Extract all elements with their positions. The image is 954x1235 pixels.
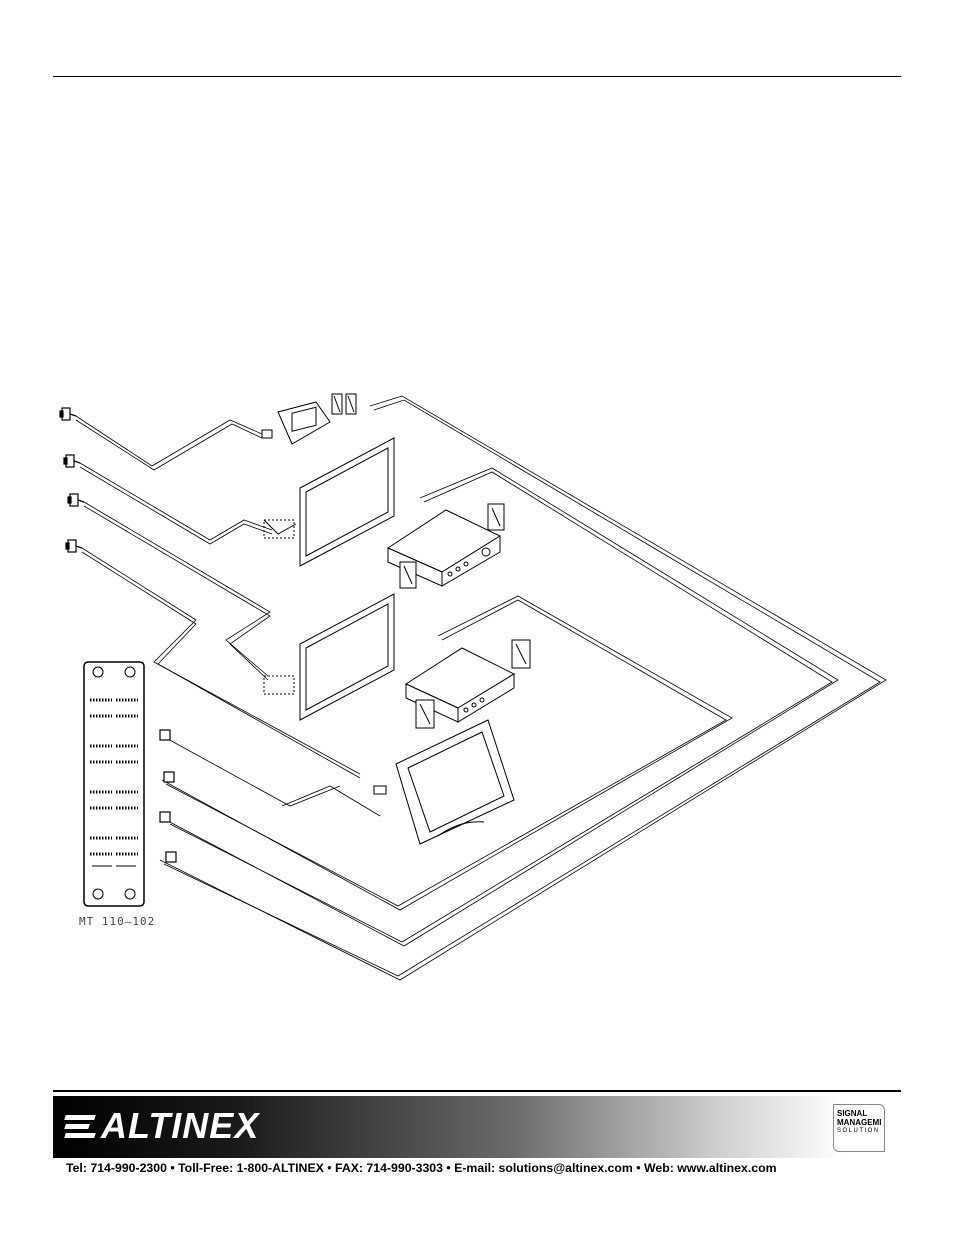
output-connectors xyxy=(159,729,177,863)
speaker-icon xyxy=(331,393,357,415)
lcd-monitor-icon xyxy=(373,719,515,845)
input-cables xyxy=(75,415,361,779)
monitor-icon xyxy=(263,437,395,567)
speaker-icon xyxy=(415,639,531,729)
top-rule xyxy=(53,76,901,77)
card-icon xyxy=(83,661,145,907)
video-connector-icon xyxy=(59,407,77,421)
system-diagram xyxy=(59,393,887,981)
speaker-icon xyxy=(399,503,505,589)
badge-line-1: SIGNAL xyxy=(837,1109,868,1118)
logo-mark-icon xyxy=(64,1111,99,1141)
signal-loops xyxy=(159,395,887,981)
signal-management-badge-icon: SIGNAL MANAGEMI SOLUTION xyxy=(833,1104,885,1152)
video-connector-icon xyxy=(63,454,81,468)
contact-info: Tel: 714-990-2300 • Toll-Free: 1-800-ALT… xyxy=(66,1161,777,1175)
bottom-rule xyxy=(53,1090,901,1092)
monitor-icon xyxy=(263,593,395,721)
badge-line-2: MANAGEMI xyxy=(837,1118,882,1127)
company-name: ALTINEX xyxy=(101,1105,260,1146)
model-label: MT 110–102 xyxy=(79,915,156,928)
video-connector-icon xyxy=(65,539,83,553)
footer-banner: ALTINEX SIGNAL MANAGEMI SOLUTION xyxy=(53,1096,885,1158)
badge-line-3: SOLUTION xyxy=(837,1128,880,1134)
video-connector-icon xyxy=(67,493,85,507)
input-connectors xyxy=(59,407,85,553)
portable-monitor-icon xyxy=(261,401,331,445)
altinex-logo-icon: ALTINEX xyxy=(64,1105,260,1146)
